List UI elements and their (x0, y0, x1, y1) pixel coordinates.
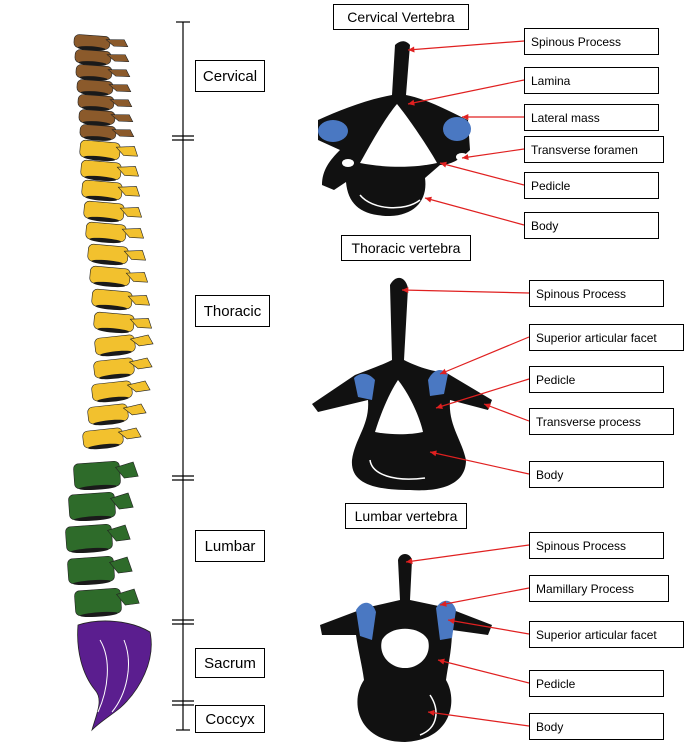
thoracic-leader-body (429, 450, 530, 475)
cervical-label-body: Body (524, 212, 659, 239)
thoracic-vertebra-3 (81, 179, 141, 202)
thoracic-label-superior-articular-facet: Superior articular facet (529, 324, 684, 351)
lumbar-vertebra-4 (67, 555, 133, 586)
thoracic-vertebra-8 (91, 288, 151, 311)
cervical-leader-lamina (407, 79, 525, 106)
thoracic-vertebra-6 (87, 243, 147, 266)
thoracic-vertebra-10 (94, 334, 154, 357)
cervical-leader-lateral-mass (462, 114, 524, 120)
thoracic-vertebra-9 (93, 311, 153, 334)
thoracic-leader-pedicle (435, 378, 530, 409)
thoracic-vertebra-4 (83, 200, 143, 223)
cervical-label-pedicle: Pedicle (524, 172, 659, 199)
thoracic-leader-transverse-process (483, 403, 530, 422)
sacrum-shape (77, 620, 152, 732)
thoracic-label-pedicle: Pedicle (529, 366, 664, 393)
lumbar-vertebra-3 (65, 523, 131, 554)
thoracic-vertebra-14 (82, 427, 142, 450)
cervical-vertebral-foramen (360, 104, 437, 167)
region-label-coccyx: Coccyx (195, 705, 265, 733)
lumbar-vertebra-5 (74, 587, 140, 618)
lumbar-leader-mamillary-process (439, 587, 530, 607)
cervical-foramen-left (342, 159, 354, 167)
region-label-sacrum: Sacrum (195, 648, 265, 678)
region-label-cervical: Cervical (195, 60, 265, 92)
lumbar-label-pedicle: Pedicle (529, 670, 664, 697)
thoracic-facet-right (428, 370, 448, 396)
thoracic-vertebra-11 (93, 357, 153, 380)
thoracic-label-transverse-process: Transverse process (529, 408, 674, 435)
lumbar-body-highlight (419, 694, 437, 736)
cervical-leader-body (424, 196, 525, 226)
cervical-vertebra-4 (76, 79, 132, 96)
thoracic-label-spinous-process: Spinous Process (529, 280, 664, 307)
sacrum-highlight (97, 639, 108, 713)
cervical-label-lateral-mass: Lateral mass (524, 104, 659, 131)
thoracic-vertebra-1 (79, 139, 139, 162)
cervical-title: Cervical Vertebra (333, 4, 469, 30)
lumbar-leader-pedicle (437, 658, 530, 684)
thoracic-vertebra-2 (80, 159, 140, 182)
cervical-vertebra-5 (77, 94, 133, 111)
thoracic-vertebra-7 (89, 265, 149, 288)
cervical-vertebra-6 (78, 109, 134, 126)
lumbar-facet-left (356, 602, 376, 640)
cervical-vertebra-7 (79, 124, 135, 141)
lumbar-leader-body (427, 709, 530, 727)
cervical-label-lamina: Lamina (524, 67, 659, 94)
cervical-vertebra-3 (75, 64, 131, 81)
cervical-facet-right (443, 117, 471, 141)
thoracic-title: Thoracic vertebra (341, 235, 471, 261)
thoracic-leader-spinous-process (401, 287, 530, 294)
lumbar-label-body: Body (529, 713, 664, 740)
sacrum-highlight-2 (111, 639, 129, 713)
lumbar-label-superior-articular-facet: Superior articular facet (529, 621, 684, 648)
cervical-label-spinous-process: Spinous Process (524, 28, 659, 55)
thoracic-leader-superior-articular-facet (439, 336, 530, 375)
thoracic-vertebral-foramen (375, 380, 423, 435)
thoracic-facet-left (354, 373, 375, 400)
thoracic-label-body: Body (529, 461, 664, 488)
lumbar-title: Lumbar vertebra (345, 503, 467, 529)
lumbar-vertebra-1 (73, 460, 139, 491)
cervical-leader-spinous-process (407, 40, 525, 53)
lumbar-label-spinous-process: Spinous Process (529, 532, 664, 559)
region-label-thoracic: Thoracic (195, 295, 270, 327)
lumbar-vertebra-2 (68, 491, 134, 522)
cervical-vertebra-1 (73, 34, 129, 51)
lumbar-leader-superior-articular-facet (447, 618, 530, 635)
thoracic-vertebra-12 (91, 380, 151, 403)
cervical-body-highlight (359, 194, 421, 209)
lumbar-leader-spinous-process (405, 544, 530, 565)
cervical-leader-pedicle (439, 161, 525, 186)
cervical-label-transverse-foramen: Transverse foramen (524, 136, 664, 163)
thoracic-vertebra-13 (87, 403, 147, 426)
thoracic-body-highlight (369, 459, 426, 480)
thoracic-vertebra-shape (312, 277, 492, 491)
cervical-foramen-right (456, 153, 468, 161)
cervical-facet-left (318, 120, 348, 142)
lumbar-vertebral-foramen (381, 628, 429, 668)
thoracic-vertebra-5 (85, 221, 145, 244)
lumbar-label-mamillary-process: Mamillary Process (529, 575, 669, 602)
cervical-leader-transverse-foramen (461, 148, 525, 161)
lumbar-facet-right (436, 600, 456, 640)
region-label-lumbar: Lumbar (195, 530, 265, 562)
